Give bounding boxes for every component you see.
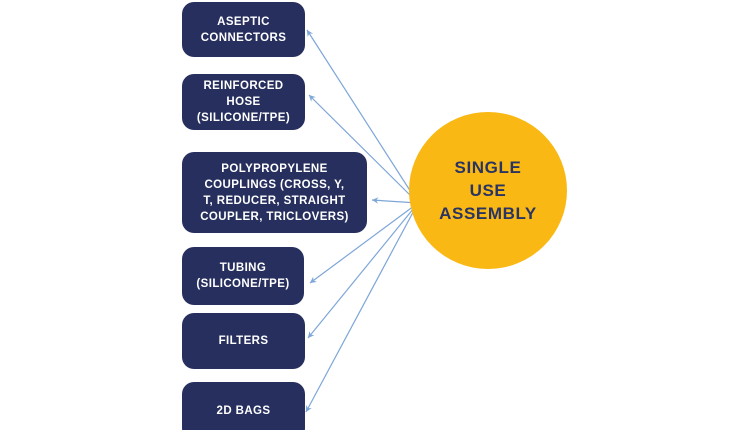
node-label: POLYPROPYLENE COUPLINGS (CROSS, Y, T, RE… [200,162,349,223]
arrow-to-2d-bags [305,202,419,413]
arrow-to-filters [307,202,419,339]
node-label: ASEPTIC CONNECTORS [200,15,287,44]
hub-label: SINGLE USE ASSEMBLY [439,158,537,223]
node-2d-bags: 2D BAGS [182,382,305,430]
node-label: TUBING (SILICONE/TPE) [196,262,290,290]
arrow-to-tubing [309,202,419,284]
node-reinforced-hose: REINFORCED HOSE (SILICONE/TPE) [182,74,305,130]
node-label: 2D BAGS [216,405,271,417]
node-tubing: TUBING (SILICONE/TPE) [182,247,304,305]
arrow-to-reinforced-hose [308,94,419,204]
arrow-to-aseptic-connectors [306,29,419,204]
node-label: REINFORCED HOSE (SILICONE/TPE) [196,80,291,124]
node-filters: FILTERS [182,313,305,369]
hub-single-use-assembly: SINGLE USE ASSEMBLY [409,112,567,269]
node-label: FILTERS [218,335,269,347]
node-aseptic-connectors: ASEPTIC CONNECTORS [182,2,305,57]
node-polypropylene-couplings: POLYPROPYLENE COUPLINGS (CROSS, Y, T, RE… [182,152,367,233]
